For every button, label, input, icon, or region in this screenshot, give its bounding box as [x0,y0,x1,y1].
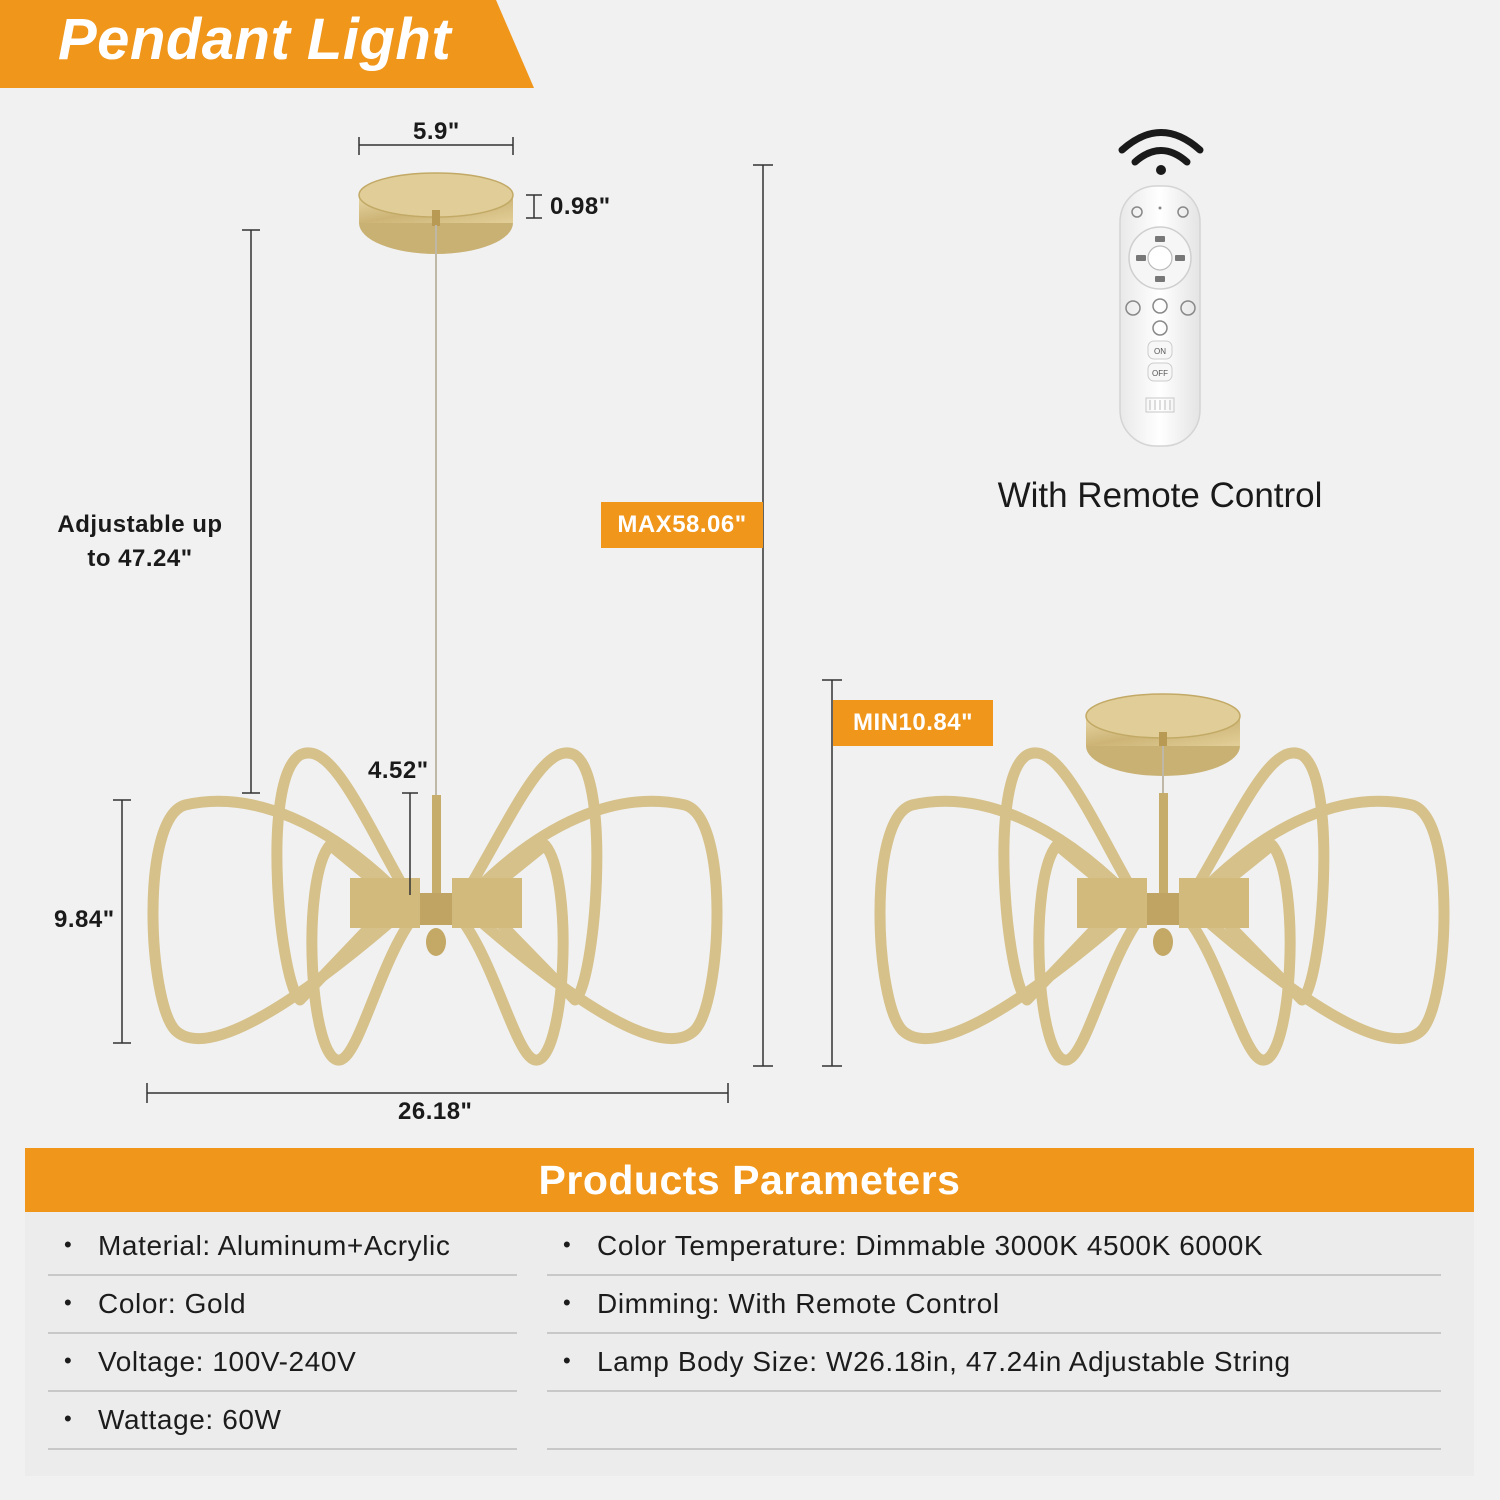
param-row-dimming: •Dimming: With Remote Control [547,1276,1441,1334]
adjustable-length-label: Adjustable up to 47.24" [57,511,223,572]
max-height-tag: MAX58.06" [601,502,763,548]
pendant-light-extended [147,172,723,1066]
title-banner [0,0,534,88]
param-row-lamp-body-size: •Lamp Body Size: W26.18in, 47.24in Adjus… [547,1334,1441,1392]
remote-off-button-label: OFF [1152,369,1168,378]
param-row-material: •Material: Aluminum+Acrylic [48,1218,517,1276]
remote-caption: With Remote Control [997,476,1323,515]
speaker-grille [1145,397,1175,413]
canopy-width-label: 5.9" [413,118,460,145]
param-row-wattage: •Wattage: 60W [48,1392,517,1450]
pendant-light-collapsed [874,693,1450,1066]
body-height-label: 9.84" [54,906,115,933]
parameters-right-column: •Color Temperature: Dimmable 3000K 4500K… [547,1218,1441,1450]
param-row-voltage: •Voltage: 100V-240V [48,1334,517,1392]
body-width-label: 26.18" [398,1098,473,1125]
product-diagram: ON OFF [113,129,1450,1103]
param-row-empty [547,1392,1441,1450]
parameters-heading: Products Parameters [25,1148,1474,1212]
param-row-color-temperature: •Color Temperature: Dimmable 3000K 4500K… [547,1218,1441,1276]
wireless-signal-icon [1118,129,1204,166]
page-title: Pendant Light [58,7,452,72]
min-height-tag: MIN10.84" [833,700,993,746]
remote-on-button-label: ON [1154,347,1166,356]
remote-control: ON OFF [1118,129,1204,447]
param-row-color: •Color: Gold [48,1276,517,1334]
rod-length-label: 4.52" [368,757,429,784]
canopy-height-label: 0.98" [550,193,611,220]
parameters-left-column: •Material: Aluminum+Acrylic •Color: Gold… [48,1218,517,1450]
dimension-lines [113,137,842,1103]
